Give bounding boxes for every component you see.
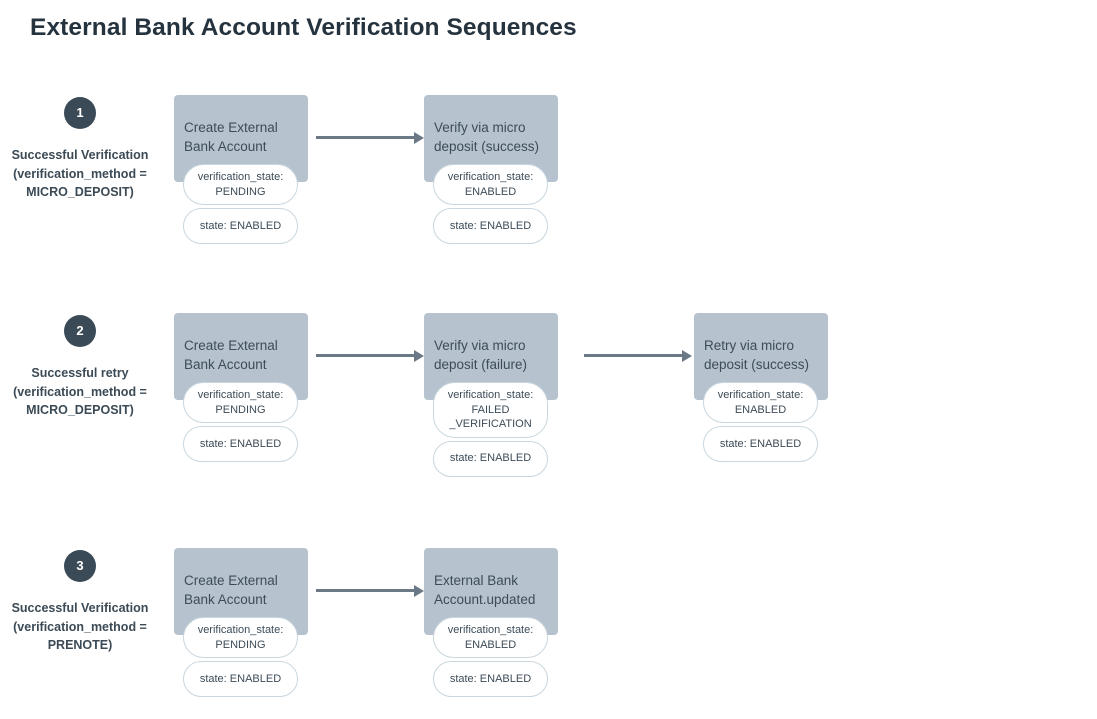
node-title: Create External Bank Account — [184, 338, 278, 372]
step-badge-3: 3 — [64, 550, 96, 582]
verification-state-pill: verification_state: FAILED _VERIFICATION — [433, 382, 548, 438]
verification-state-pill: verification_state: ENABLED — [703, 382, 818, 423]
node-title: External Bank Account.updated — [434, 573, 536, 607]
node-title: Verify via micro deposit (failure) — [434, 338, 528, 372]
node-row3-external-bank-account-updated: External Bank Account.updated verificati… — [424, 548, 558, 697]
state-pill: state: ENABLED — [703, 426, 818, 462]
state-pill: state: ENABLED — [433, 440, 548, 477]
arrow-right-icon — [584, 349, 692, 362]
node-row1-create-external-bank-account: Create External Bank Account verificatio… — [174, 95, 308, 244]
pill-stack: verification_state: ENABLED state: ENABL… — [433, 164, 549, 244]
pill-stack: verification_state: FAILED _VERIFICATION… — [433, 382, 549, 477]
verification-state-pill: verification_state: PENDING — [183, 164, 298, 205]
node-title: Verify via micro deposit (success) — [434, 120, 540, 154]
state-pill: state: ENABLED — [433, 208, 548, 244]
page-title: External Bank Account Verification Seque… — [30, 14, 577, 41]
verification-state-pill: verification_state: PENDING — [183, 617, 298, 658]
node-title: Retry via micro deposit (success) — [704, 338, 810, 372]
node-title: Create External Bank Account — [184, 573, 278, 607]
state-pill: state: ENABLED — [183, 208, 298, 244]
state-pill: state: ENABLED — [183, 426, 298, 462]
verification-state-pill: verification_state: PENDING — [183, 382, 298, 423]
row-label-3: Successful Verification (verification_me… — [11, 601, 149, 652]
pill-stack: verification_state: PENDING state: ENABL… — [183, 164, 299, 244]
step-badge-2: 2 — [64, 315, 96, 347]
step-badge-1: 1 — [64, 97, 96, 129]
node-row1-verify-micro-deposit-success: Verify via micro deposit (success) verif… — [424, 95, 558, 244]
pill-stack: verification_state: PENDING state: ENABL… — [183, 617, 299, 697]
node-row3-create-external-bank-account: Create External Bank Account verificatio… — [174, 548, 308, 697]
arrow-right-icon — [316, 131, 424, 144]
pill-stack: verification_state: ENABLED state: ENABL… — [703, 382, 819, 462]
node-row2-verify-micro-deposit-failure: Verify via micro deposit (failure) verif… — [424, 313, 558, 477]
node-title: Create External Bank Account — [184, 120, 278, 154]
pill-stack: verification_state: PENDING state: ENABL… — [183, 382, 299, 462]
state-pill: state: ENABLED — [433, 661, 548, 697]
verification-state-pill: verification_state: ENABLED — [433, 164, 548, 205]
row-label-2: Successful retry (verification_method = … — [13, 366, 147, 417]
verification-state-pill: verification_state: ENABLED — [433, 617, 548, 658]
arrow-right-icon — [316, 584, 424, 597]
node-row2-retry-micro-deposit-success: Retry via micro deposit (success) verifi… — [694, 313, 828, 462]
pill-stack: verification_state: ENABLED state: ENABL… — [433, 617, 549, 697]
node-row2-create-external-bank-account: Create External Bank Account verificatio… — [174, 313, 308, 462]
row-label-1: Successful Verification (verification_me… — [11, 148, 149, 199]
arrow-right-icon — [316, 349, 424, 362]
state-pill: state: ENABLED — [183, 661, 298, 697]
